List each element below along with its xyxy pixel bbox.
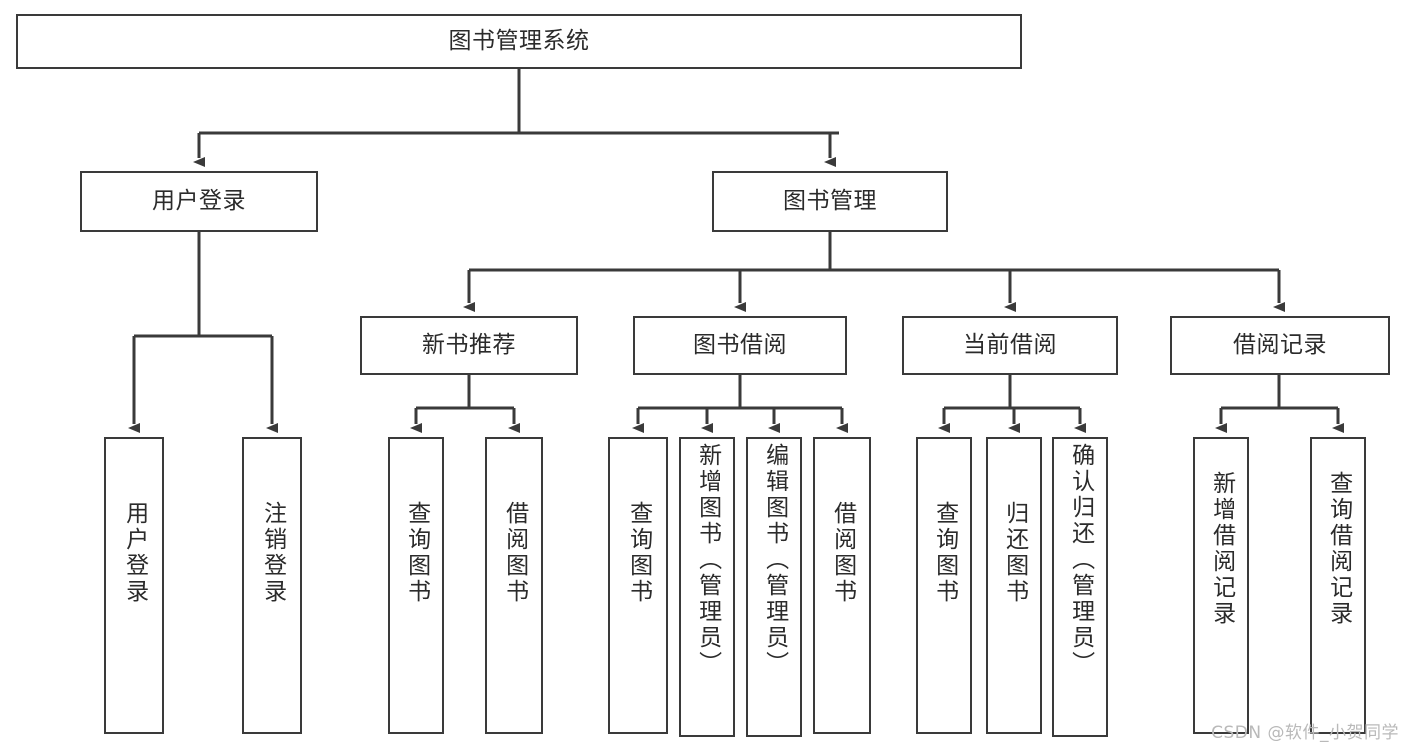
leaf-edit-book-admin[interactable]: 编辑图书（管理员） (746, 437, 802, 737)
leaf-add-book-admin[interactable]: 新增图书（管理员） (679, 437, 735, 737)
node-book-management-label: 图书管理 (783, 187, 877, 214)
leaf-borrow-book-recommend[interactable]: 借阅图书 (485, 437, 543, 734)
node-new-book-recommend-label: 新书推荐 (422, 331, 516, 358)
leaf-borrow-book-borrow[interactable]: 借阅图书 (813, 437, 871, 734)
node-current-borrow-label: 当前借阅 (963, 331, 1057, 358)
leaf-user-login[interactable]: 用户登录 (104, 437, 164, 734)
leaf-query-book-current[interactable]: 查询图书 (916, 437, 972, 734)
node-borrow-record-label: 借阅记录 (1233, 331, 1327, 358)
leaf-query-book-current-label: 查询图书 (931, 501, 958, 605)
leaf-confirm-return-admin-label: 确认归还（管理员） (1067, 443, 1094, 677)
leaf-confirm-return-admin[interactable]: 确认归还（管理员） (1052, 437, 1108, 737)
node-user-login[interactable]: 用户登录 (80, 171, 318, 232)
node-book-borrow-label: 图书借阅 (693, 331, 787, 358)
leaf-query-book-borrow[interactable]: 查询图书 (608, 437, 668, 734)
leaf-query-borrow-record-label: 查询借阅记录 (1325, 471, 1352, 627)
leaf-query-book-recommend-label: 查询图书 (403, 501, 430, 605)
leaf-user-login-label: 用户登录 (121, 501, 148, 605)
leaf-query-borrow-record[interactable]: 查询借阅记录 (1310, 437, 1366, 734)
leaf-return-book[interactable]: 归还图书 (986, 437, 1042, 734)
node-book-borrow[interactable]: 图书借阅 (633, 316, 847, 375)
tree-connectors (128, 69, 1344, 433)
node-user-login-label: 用户登录 (152, 187, 246, 214)
node-current-borrow[interactable]: 当前借阅 (902, 316, 1118, 375)
watermark: CSDN @软件_小贺同学 (1211, 723, 1399, 743)
leaf-add-borrow-record[interactable]: 新增借阅记录 (1193, 437, 1249, 734)
leaf-add-book-admin-label: 新增图书（管理员） (694, 443, 721, 677)
node-root-label: 图书管理系统 (448, 27, 590, 54)
leaf-add-borrow-record-label: 新增借阅记录 (1208, 471, 1235, 627)
leaf-logout[interactable]: 注销登录 (242, 437, 302, 734)
node-borrow-record[interactable]: 借阅记录 (1170, 316, 1390, 375)
leaf-edit-book-admin-label: 编辑图书（管理员） (761, 443, 788, 677)
leaf-query-book-borrow-label: 查询图书 (625, 501, 652, 605)
leaf-query-book-recommend[interactable]: 查询图书 (388, 437, 444, 734)
leaf-borrow-book-recommend-label: 借阅图书 (501, 501, 528, 605)
leaf-borrow-book-borrow-label: 借阅图书 (829, 501, 856, 605)
leaf-logout-label: 注销登录 (259, 501, 286, 605)
leaf-return-book-label: 归还图书 (1001, 501, 1028, 605)
node-book-management[interactable]: 图书管理 (712, 171, 948, 232)
node-new-book-recommend[interactable]: 新书推荐 (360, 316, 578, 375)
node-root[interactable]: 图书管理系统 (16, 14, 1022, 69)
